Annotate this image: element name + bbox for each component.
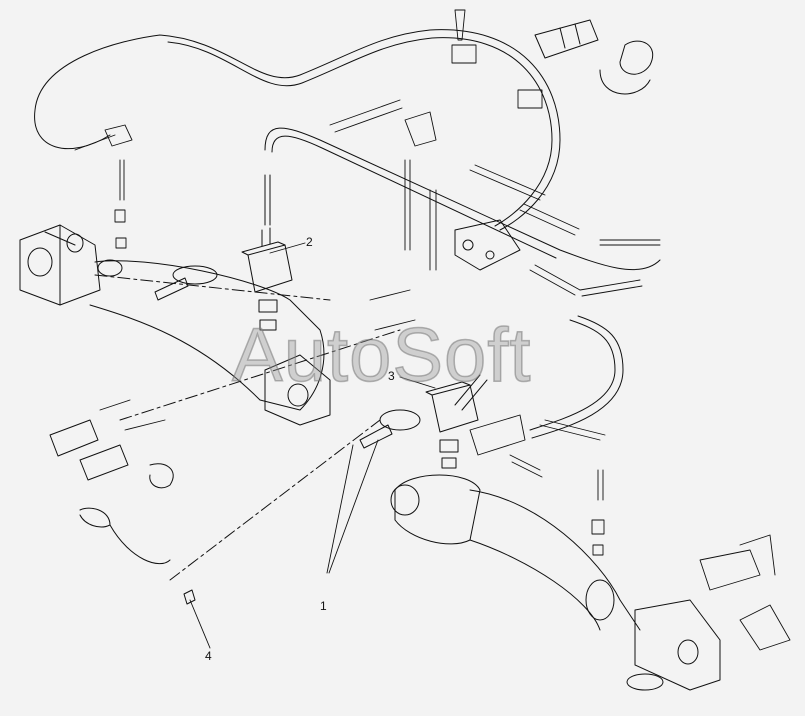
hose-fittings	[74, 9, 791, 651]
hose-right	[529, 319, 616, 431]
hose-loop-top	[34, 29, 561, 231]
watermark: AutoSoft	[231, 312, 532, 399]
seal-item-1-upper	[154, 277, 189, 301]
callout-label-4: 4	[205, 649, 212, 663]
center-line	[94, 274, 401, 581]
callout-label-3: 3	[388, 369, 395, 383]
callout-label-1: 1	[320, 599, 327, 613]
valve-manifold	[454, 219, 521, 271]
seal-item-1-lower	[359, 424, 393, 449]
quick-coupler-left	[49, 419, 174, 565]
callout-label-2: 2	[306, 235, 313, 249]
quick-coupler-top	[534, 19, 653, 95]
o-ring-lower	[379, 409, 421, 431]
solenoid-valve-3	[425, 374, 488, 469]
o-ring-upper	[172, 265, 218, 285]
right-hydraulic-cylinder	[390, 474, 721, 691]
hose-middle	[264, 127, 661, 271]
left-hydraulic-cylinder	[19, 224, 331, 426]
solenoid-valve-2	[241, 174, 293, 331]
plug-item-4	[183, 589, 196, 605]
leader-lines	[189, 242, 436, 649]
